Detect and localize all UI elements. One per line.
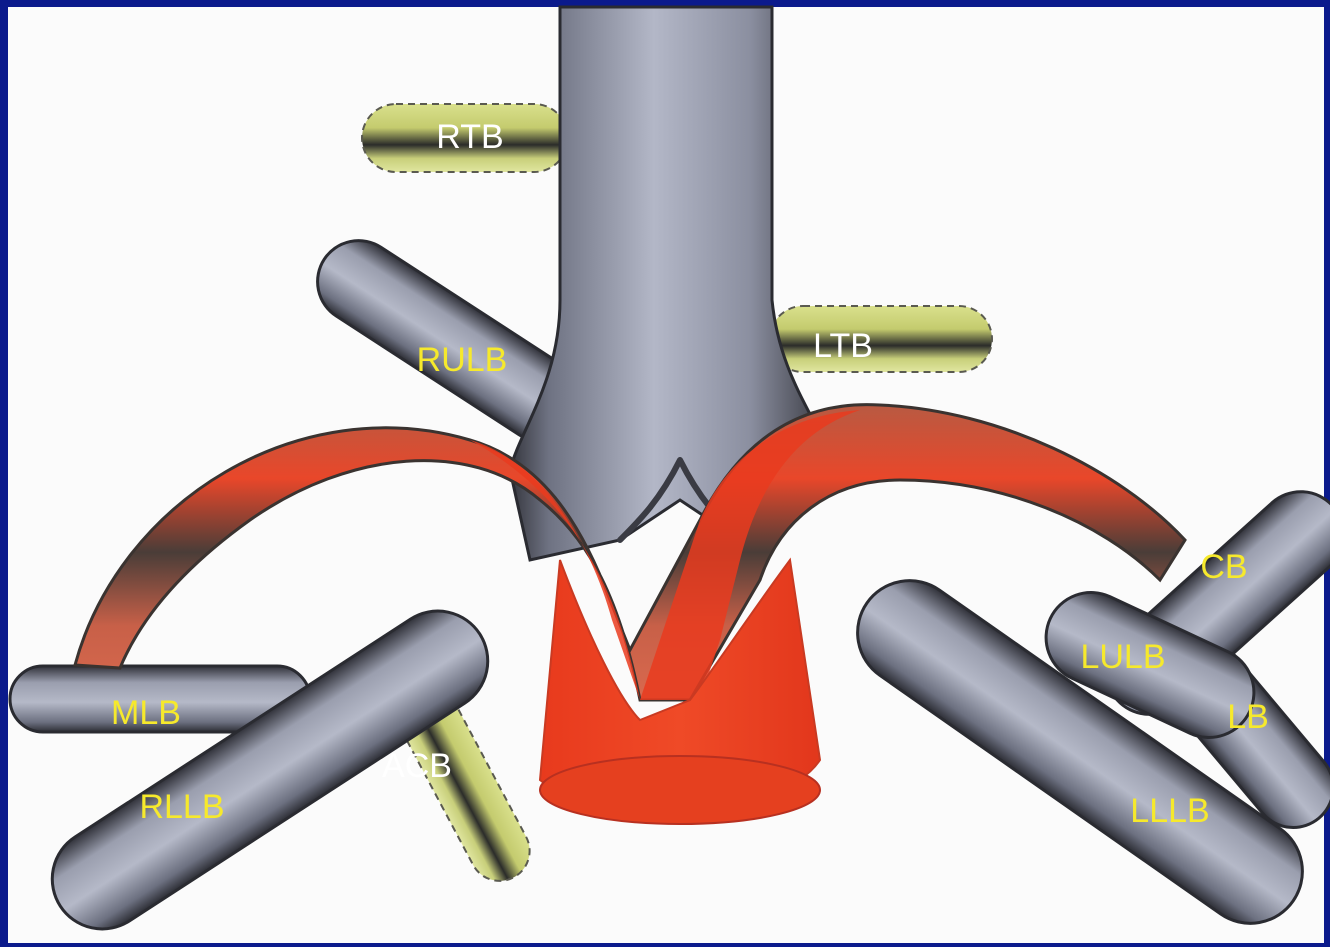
lulb-label: LULB bbox=[1080, 638, 1165, 676]
lllb-label: LLLB bbox=[1130, 792, 1209, 830]
rtb-label: RTB bbox=[436, 118, 503, 156]
mlb-label: MLB bbox=[111, 694, 181, 732]
ltb-label: LTB bbox=[813, 327, 873, 365]
acb-label: ACB bbox=[382, 747, 452, 785]
rulb-label: RULB bbox=[417, 341, 508, 379]
lb-label: LB bbox=[1227, 698, 1269, 736]
cb-label: CB bbox=[1200, 548, 1247, 586]
ltb-branch bbox=[770, 306, 992, 372]
rllb-label: RLLB bbox=[139, 788, 224, 826]
